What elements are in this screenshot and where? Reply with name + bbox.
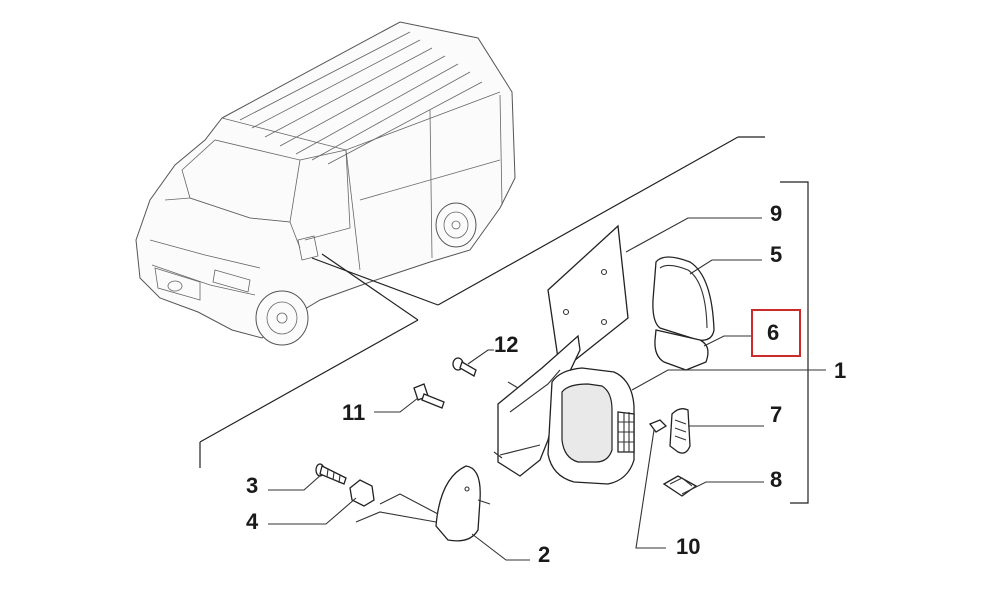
callout-12: 12 bbox=[494, 332, 518, 357]
callout-7: 7 bbox=[770, 402, 782, 427]
callout-labels: 1 2 3 4 5 6 7 8 9 10 11 12 bbox=[246, 201, 846, 567]
leader-lines bbox=[268, 217, 826, 561]
part-12-screw bbox=[452, 357, 477, 377]
callout-3: 3 bbox=[246, 473, 258, 498]
part-8-clearance-lamp bbox=[662, 475, 698, 497]
callout-2: 2 bbox=[538, 542, 550, 567]
callout-9: 9 bbox=[770, 201, 782, 226]
part-5-upper-mirror-glass bbox=[652, 256, 715, 341]
callout-8: 8 bbox=[770, 467, 782, 492]
callout-10: 10 bbox=[676, 534, 700, 559]
callout-11: 11 bbox=[342, 400, 365, 425]
van-illustration bbox=[135, 21, 516, 346]
part-10-bulb-holder bbox=[648, 419, 668, 433]
callout-6: 6 bbox=[767, 320, 779, 345]
part-11-bolt bbox=[413, 383, 445, 409]
callout-6-highlight-box bbox=[751, 309, 801, 357]
callout-4: 4 bbox=[246, 509, 259, 534]
part-9-mounting-plate bbox=[547, 224, 629, 374]
assembly-bracket bbox=[780, 181, 809, 504]
callout-5: 5 bbox=[770, 242, 782, 267]
part-7-indicator-lens bbox=[669, 408, 691, 454]
part-4-nut bbox=[349, 479, 375, 507]
callout-1: 1 bbox=[834, 358, 846, 383]
part-3-screw bbox=[315, 463, 347, 485]
part-1-mirror-housing bbox=[493, 334, 635, 485]
part-2-cover-cap bbox=[435, 465, 491, 542]
zoom-projection-lines bbox=[199, 136, 765, 468]
